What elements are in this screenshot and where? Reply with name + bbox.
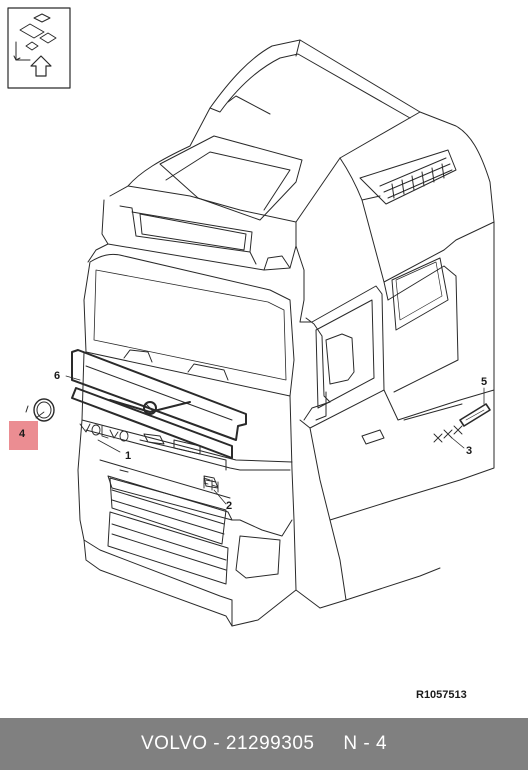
callout-1: 1 [125, 450, 132, 462]
cab-side [299, 221, 495, 609]
callout-2: 2 [226, 500, 233, 512]
windshield [83, 253, 295, 397]
view-orientation-icon [7, 7, 71, 89]
callout-4: 4 [19, 428, 26, 440]
side-plate-part-5 [459, 403, 491, 427]
grille-trim-strip-part-6 [71, 349, 247, 459]
side-badge-part-3 [433, 425, 463, 443]
highlight-box [9, 421, 38, 450]
callout-6: 6 [54, 370, 61, 382]
emblem-ring-part-4 [25, 398, 55, 422]
up-arrow-icon [30, 55, 52, 77]
part-number-caption: VOLVO - 21299305 N - 4 [140, 733, 388, 754]
cab-upper [87, 157, 495, 323]
volvo-lettering-part-1 [79, 423, 129, 442]
side-mirror [303, 317, 355, 421]
cab-roof [127, 39, 495, 223]
reference-code: R1057513 [416, 689, 467, 701]
callout-5: 5 [481, 376, 488, 388]
footer-bar: VOLVO - 21299305 N - 4 [0, 718, 528, 770]
truck-cab-diagram [7, 7, 495, 627]
fh-badge-part-2 [203, 477, 219, 493]
callout-3: 3 [466, 445, 473, 457]
cab-front [77, 351, 321, 627]
leader-lines [35, 375, 485, 505]
